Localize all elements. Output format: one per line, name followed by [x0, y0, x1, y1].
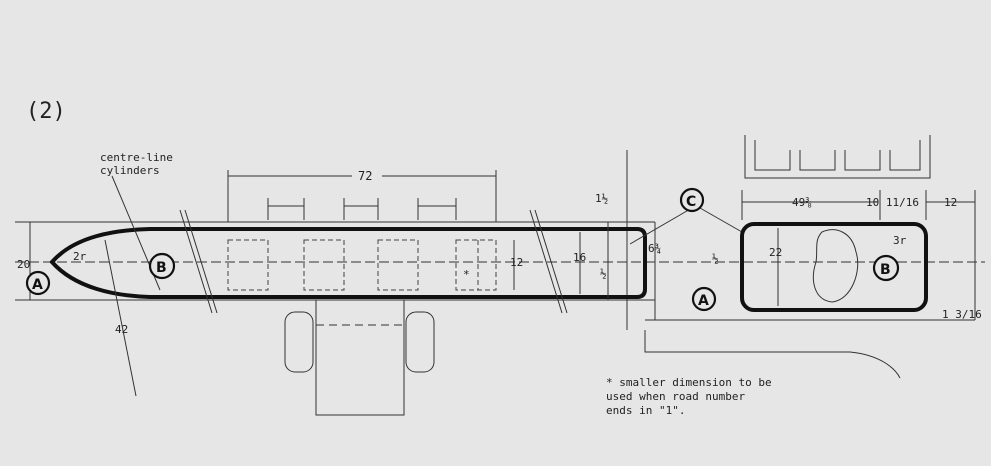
centre-line-note-line1: centre-line	[100, 151, 173, 164]
footnote-line-2: used when road number	[606, 390, 745, 403]
small-number-plate	[740, 222, 928, 312]
dim-22-label: 22	[769, 246, 782, 259]
dim-42-label: 42	[115, 323, 128, 336]
marker-a-mid	[691, 286, 717, 312]
chassis-frame	[315, 299, 405, 416]
marker-c	[679, 187, 705, 213]
break-line-2b	[534, 209, 568, 314]
figure-label: (2)	[26, 99, 66, 124]
marker-b-left	[148, 252, 176, 280]
digit-box-3	[377, 239, 419, 291]
digit-box-4	[455, 239, 497, 291]
dim-72-label: 72	[358, 169, 372, 183]
dim-1-half-label: 1½	[595, 192, 608, 205]
digit-box-1	[227, 239, 269, 291]
dim-12-label: 12	[510, 256, 523, 269]
c-leader-left	[629, 207, 693, 245]
lower-curve	[644, 330, 901, 379]
dim-20-label: 20	[17, 258, 30, 271]
c-leader-right	[699, 207, 743, 233]
break-line-2a	[529, 209, 563, 314]
asterisk-mark: *	[463, 268, 470, 281]
marker-b-left-label: B	[156, 260, 167, 276]
dim-gap-half-label: ½	[712, 252, 719, 265]
dim-1-3-16-label: 1 3/16	[942, 308, 982, 321]
rack-slots	[754, 140, 921, 171]
footnote-line-1: * smaller dimension to be	[606, 376, 772, 389]
dim-16-label: 16	[573, 251, 586, 264]
dim-49-label: 49⅜	[792, 196, 812, 209]
corner-3r-label: 3r	[893, 234, 907, 247]
break-line-1b	[184, 209, 218, 314]
marker-a-left-label: A	[32, 277, 43, 293]
dim-half-label: ½	[600, 267, 607, 280]
digit-box-2	[303, 239, 345, 291]
dim-72-label-bg	[352, 168, 382, 182]
marker-a-left	[25, 270, 51, 296]
marker-c-label: C	[686, 194, 696, 210]
centre-line-note-line2: cylinders	[100, 164, 160, 177]
dim-12-right-label: 12	[944, 196, 957, 209]
tip-radius-label: 2r	[73, 250, 87, 263]
dim-42-leader	[104, 239, 137, 397]
dim-6-3-4-label: 6¾	[648, 242, 661, 255]
marker-a-mid-label: A	[698, 293, 709, 309]
rack-outline	[744, 135, 931, 179]
long-number-plate	[49, 227, 647, 299]
marker-b-right	[872, 254, 900, 282]
break-line-1a	[179, 209, 213, 314]
marker-b-right-label: B	[880, 262, 891, 278]
footnote-line-3: ends in "1".	[606, 404, 685, 417]
right-cylinder-outline	[405, 311, 435, 373]
dim-10-label: 10 11/16	[866, 196, 919, 209]
left-cylinder-outline	[284, 311, 314, 373]
plate-emblem-outline	[812, 229, 859, 303]
